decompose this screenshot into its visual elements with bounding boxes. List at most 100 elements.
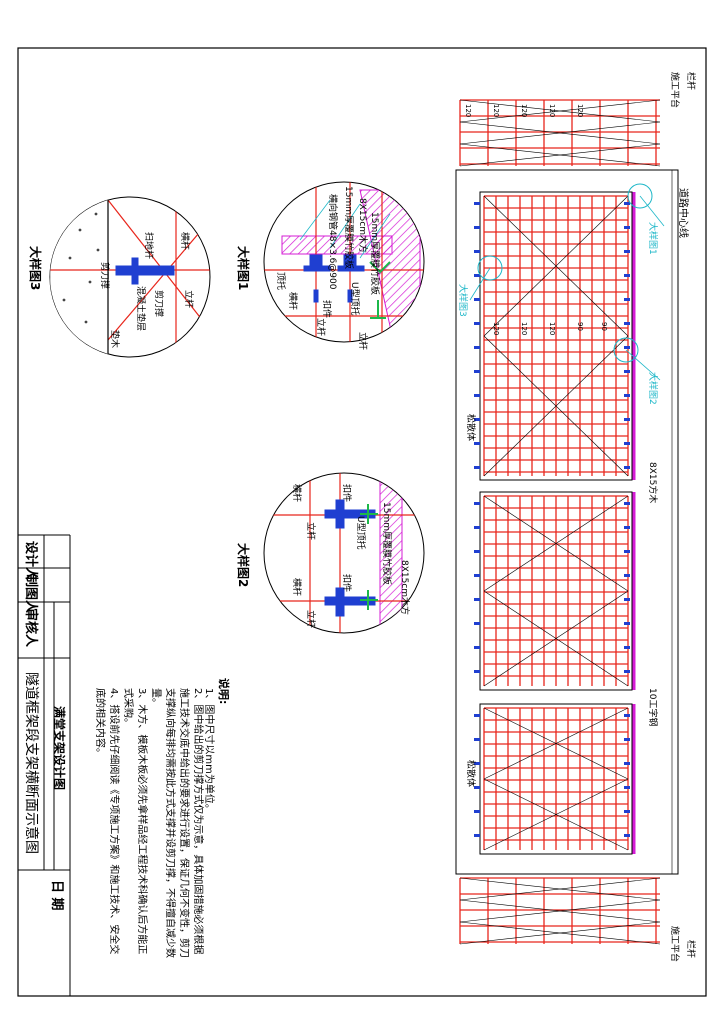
- cell-0-support-left: [474, 202, 480, 205]
- cell-0-support-left: [474, 466, 480, 469]
- cell-0-support-left: [474, 394, 480, 397]
- detail-2-circle: [263, 472, 425, 634]
- d2-label-8: 立杆: [305, 610, 315, 629]
- d3-label-3: 剪刀撑: [153, 290, 163, 318]
- d2-label-1: 8X15cm木方: [399, 560, 409, 616]
- d1-label-7: 横杆: [287, 292, 297, 311]
- cell-0-support-left: [474, 274, 480, 277]
- d1-label-0: 15mm厚覆膜竹胶板: [369, 212, 379, 295]
- notes-heading: 说明:: [217, 678, 230, 705]
- cell-1-support-right: [624, 622, 630, 625]
- cell-1-support-left: [474, 646, 480, 649]
- cell-1-outline: [479, 491, 633, 691]
- d1-label-2: 横向钢管48×3.6@900: [327, 194, 337, 290]
- cell-2-brace: [483, 778, 629, 851]
- cell-1-support-left: [474, 526, 480, 529]
- cell-0-support-left: [474, 442, 480, 445]
- cell-2-support-right: [624, 762, 630, 765]
- platform-top: 施工平台: [669, 72, 679, 109]
- dim-mid-2: 120: [548, 322, 556, 336]
- cell-0-brace: [483, 195, 629, 337]
- cell-1-support-left: [474, 622, 480, 625]
- d1-label-3: 15mm厚覆膜竹胶板: [343, 186, 353, 269]
- platform-top-brace: [459, 99, 661, 123]
- d1-label-8: 顶托: [275, 272, 285, 291]
- detail-3-circle: [49, 196, 211, 358]
- reviewer-label: 审核人: [23, 608, 38, 648]
- cell-1-support-right: [624, 670, 630, 673]
- d2-label-4: 横杆: [291, 484, 301, 503]
- project-title: 隧道框架段支架横断面示意图: [23, 672, 39, 854]
- title-block: [18, 534, 70, 871]
- cell-2-support-left: [474, 786, 480, 789]
- dim-mid-0: 120: [492, 322, 500, 336]
- main-section-frame: [455, 99, 679, 945]
- cell-2-brace: [483, 707, 629, 780]
- cell-1-support-right: [624, 598, 630, 601]
- leader-line-2: [625, 349, 661, 381]
- d2-label-3: 扣件: [341, 484, 351, 503]
- cell-1-support-left: [474, 574, 480, 577]
- cell-2-support-right: [624, 834, 630, 837]
- cell-1-brace: [483, 590, 629, 687]
- cell-2-outline: [479, 703, 633, 855]
- platform-bottom-brace: [459, 921, 661, 945]
- platform-bottom: 施工平台: [669, 926, 679, 963]
- drawing-title: 满堂支架设计图: [52, 706, 66, 791]
- cell-1-support-left: [474, 550, 480, 553]
- d2-label-6: 扣件: [341, 574, 351, 593]
- leader-circle-1: [477, 255, 503, 281]
- d3-label-5: 剪刀撑: [99, 262, 109, 290]
- cell-0-support-right: [624, 274, 630, 277]
- centerline-label: 道路中心线: [677, 188, 688, 238]
- dim-top-1: 120: [492, 104, 500, 118]
- d1-label-5: 扣件: [321, 300, 331, 319]
- d1-label-4: U型顶托: [349, 282, 359, 316]
- zone-label-1: 松散体: [465, 414, 475, 442]
- cell-2-support-right: [624, 714, 630, 717]
- cell-0-support-right: [624, 322, 630, 325]
- tunnel-outline: [455, 169, 679, 875]
- d2-label-7: 横杆: [291, 578, 301, 597]
- cell-1-support-right: [624, 526, 630, 529]
- cell-1-support-left: [474, 502, 480, 505]
- cell-2-support-right: [624, 738, 630, 741]
- cell-2-support-left: [474, 834, 480, 837]
- cell-0-support-right: [624, 418, 630, 421]
- cell-0-support-left: [474, 346, 480, 349]
- detail-1-circle: [263, 181, 425, 343]
- d3-label-6: 垫木: [109, 330, 119, 349]
- dim-mid-4: 90: [600, 322, 608, 331]
- cell-0-support-left: [474, 418, 480, 421]
- cell-0-support-right: [624, 370, 630, 373]
- cell-2-support-left: [474, 762, 480, 765]
- cell-1-support-right: [624, 502, 630, 505]
- dim-mid-3: 90: [576, 322, 584, 331]
- cell-0-support-right: [624, 442, 630, 445]
- main-callout-detail2: 大样图2: [647, 372, 657, 405]
- outer-border: [17, 47, 707, 997]
- cell-1-support-right: [624, 646, 630, 649]
- cell-0-brace: [483, 335, 629, 477]
- d1-label-1: 8X15cm木方: [357, 198, 367, 254]
- d2-label-0: 15mm厚覆膜竹胶板: [381, 502, 391, 585]
- main-callout-detail1: 大样图1: [647, 222, 657, 255]
- cell-0-support-right: [624, 202, 630, 205]
- platform-top-brace: [459, 121, 661, 145]
- dim-top-4: 120: [576, 104, 584, 118]
- cell-0-support-left: [474, 226, 480, 229]
- dim-top-0: 120: [464, 104, 472, 118]
- cell-1-support-left: [474, 670, 480, 673]
- cell-0-support-left: [474, 250, 480, 253]
- d1-label-6: 立杆: [315, 318, 325, 337]
- cell-1-support-left: [474, 598, 480, 601]
- d2-label-5: 立杆: [305, 522, 315, 541]
- cell-1-brace: [483, 495, 629, 592]
- leader-line-1: [469, 267, 491, 301]
- date-label: 日 期: [49, 880, 64, 911]
- cell-0-support-left: [474, 298, 480, 301]
- note-1: 1、图中尺寸以mm为单位。: [203, 688, 214, 814]
- d1-label-9: 立杆: [357, 332, 367, 351]
- d3-label-0: 横杆: [179, 232, 189, 251]
